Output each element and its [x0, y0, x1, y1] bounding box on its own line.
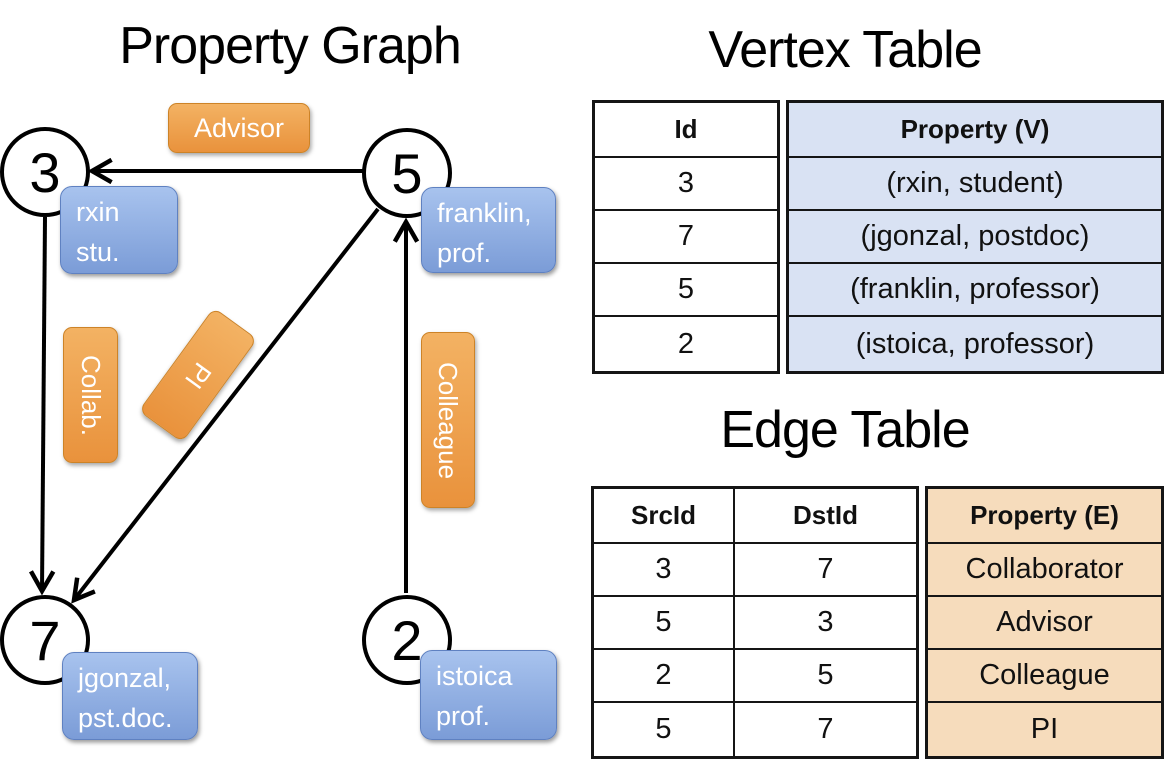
vertex-table-title: Vertex Table [708, 21, 982, 79]
edge-label-advisor: Advisor [168, 103, 310, 153]
property-graph-title: Property Graph [119, 17, 461, 75]
edge-table-property-cell: Advisor [928, 595, 1161, 648]
vertex-table-header-id: Id [674, 114, 698, 144]
node-3-id: 3 [29, 140, 61, 204]
vertex-property-label-2: istoica prof. [420, 650, 557, 740]
edge-table-property-cell: Colleague [928, 648, 1161, 701]
vertex-table-id-cell: 5 [595, 262, 777, 315]
edge-table-header-srcid: SrcId [594, 489, 735, 542]
graph-node-5: 5 [362, 128, 452, 218]
vertex-table-id-cell: 2 [595, 315, 777, 371]
edge-table-header-dstid: DstId [793, 500, 858, 530]
vertex-property-label-7: jgonzal, pst.doc. [62, 652, 198, 740]
edge-table-srcid-cell: 3 [594, 544, 735, 595]
edge-line-collab-3-to-7 [29, 216, 56, 596]
node-5-id: 5 [391, 141, 423, 205]
edge-table-row: 5 3 [594, 595, 916, 648]
vertex-7-name: jgonzal, [78, 663, 172, 693]
vertex-table-property-cell: (rxin, student) [789, 156, 1161, 209]
edge-label-pi-text: PI [179, 356, 218, 395]
edge-table-dstid-cell: 7 [817, 713, 834, 745]
vertex-2-role: prof. [436, 701, 491, 731]
edge-table-id-columns: SrcId DstId 3 7 5 3 2 5 5 7 [591, 486, 919, 759]
vertex-7-role: pst.doc. [78, 703, 173, 733]
vertex-table-property-column: Property (V) (rxin, student) (jgonzal, p… [786, 100, 1164, 374]
edge-table-property-cell: Collaborator [928, 542, 1161, 595]
edge-table-dstid-cell: 5 [817, 659, 834, 691]
vertex-2-name: istoica [436, 661, 513, 691]
vertex-5-name: franklin, [437, 198, 532, 228]
edge-table-header-property: Property (E) [970, 500, 1119, 530]
graph-node-3: 3 [0, 127, 90, 217]
edge-table-dstid-cell: 7 [817, 553, 834, 585]
edge-label-collab-text: Collab. [76, 354, 106, 436]
edge-table-property-column: Property (E) Collaborator Advisor Collea… [925, 486, 1164, 759]
vertex-table-property-cell: (istoica, professor) [789, 315, 1161, 371]
node-7-id: 7 [29, 608, 61, 672]
edge-table-property-cell: PI [928, 701, 1161, 756]
vertex-property-label-3: rxin stu. [60, 186, 178, 274]
node-2-id: 2 [391, 608, 423, 672]
edge-label-colleague: Colleague [421, 332, 475, 508]
vertex-table-header-property: Property (V) [900, 114, 1050, 144]
edge-label-colleague-text: Colleague [433, 361, 464, 479]
vertex-3-role: stu. [76, 237, 120, 267]
edge-label-pi: PI [138, 307, 258, 443]
edge-label-collab: Collab. [63, 327, 118, 463]
vertex-table-property-cell: (jgonzal, postdoc) [789, 209, 1161, 262]
edge-label-advisor-text: Advisor [193, 112, 285, 143]
vertex-5-role: prof. [437, 238, 492, 268]
edge-table-row: 2 5 [594, 648, 916, 701]
edge-table-row: 5 7 [594, 701, 916, 756]
vertex-table-id-cell: 3 [595, 156, 777, 209]
vertex-table-id-cell: 7 [595, 209, 777, 262]
vertex-property-label-5: franklin, prof. [421, 187, 556, 273]
vertex-table-property-cell: (franklin, professor) [789, 262, 1161, 315]
edge-table-srcid-cell: 5 [594, 703, 735, 756]
edge-table-header-row: SrcId DstId [594, 489, 916, 542]
vertex-3-name: rxin [76, 197, 120, 227]
vertex-table-id-column: Id 3 7 5 2 [592, 100, 780, 374]
edge-table-dstid-cell: 3 [817, 606, 834, 638]
edge-table-row: 3 7 [594, 542, 916, 595]
edge-table-title: Edge Table [720, 401, 970, 459]
edge-table-srcid-cell: 2 [594, 650, 735, 701]
edge-table-srcid-cell: 5 [594, 597, 735, 648]
